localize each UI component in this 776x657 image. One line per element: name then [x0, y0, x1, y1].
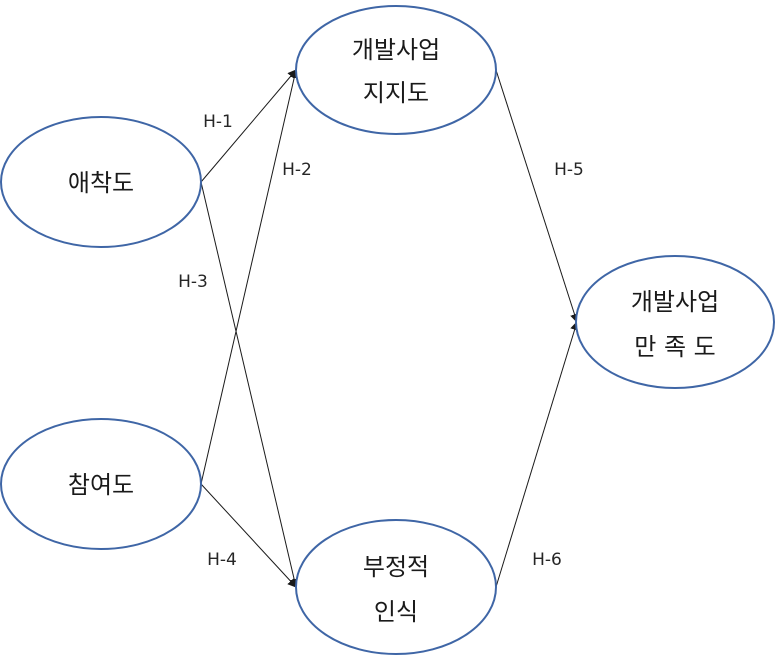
edge-h5-line [495, 69, 579, 323]
node-participation: 참여도 [0, 418, 202, 550]
edge-h1-label: H-1 [203, 112, 233, 132]
node-satisfaction-label-line2: 만 족 도 [634, 333, 716, 361]
node-satisfaction-label-line1: 개발사업 [631, 288, 719, 316]
node-participation-label: 참여도 [68, 471, 134, 499]
node-negative-shape [295, 519, 497, 655]
node-support-shape [295, 5, 497, 135]
edge-h2-label: H-2 [282, 160, 312, 180]
edge-h3-line [200, 181, 299, 588]
edge-h1-line [200, 69, 297, 183]
edge-labels: H-1 H-2 H-3 H-4 H-5 H-6 [178, 112, 584, 570]
edge-h4-line [200, 483, 297, 588]
node-support-label-line1: 개발사업 [352, 36, 440, 64]
node-negative-label-line2: 인식 [374, 598, 418, 626]
node-negative-label-line1: 부정적 [363, 553, 429, 581]
edge-h5-label: H-5 [554, 160, 584, 180]
node-satisfaction: 개발사업 만 족 도 [575, 255, 775, 389]
node-support-label-line2: 지지도 [363, 79, 429, 107]
node-attachment-label: 애착도 [68, 169, 134, 197]
edge-h2-line [200, 69, 299, 485]
node-satisfaction-shape [575, 255, 775, 389]
node-negative: 부정적 인식 [295, 519, 497, 655]
node-attachment-shape [0, 116, 202, 248]
edge-h6-line [495, 321, 579, 588]
edges [200, 69, 579, 588]
node-attachment: 애착도 [0, 116, 202, 248]
edge-h3-label: H-3 [178, 272, 208, 292]
edge-h6-label: H-6 [532, 550, 562, 570]
node-support: 개발사업 지지도 [295, 5, 497, 135]
edge-h4-label: H-4 [207, 550, 237, 570]
node-participation-shape [0, 418, 202, 550]
